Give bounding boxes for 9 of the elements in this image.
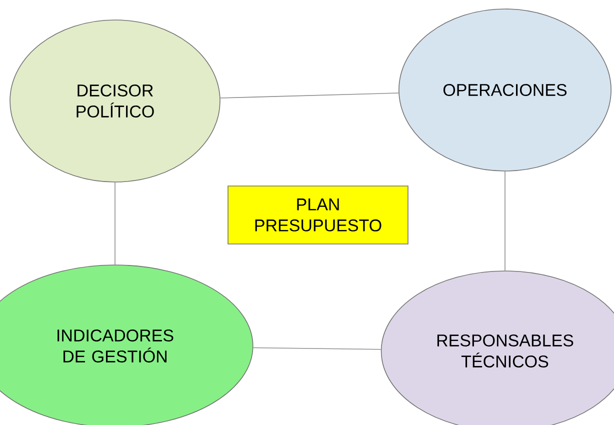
connector-line [252, 347, 382, 350]
ellipse-node: RESPONSABLES TÉCNICOS [380, 270, 614, 425]
ellipse-node: DECISOR POLÍTICO [10, 20, 220, 182]
center-box: PLAN PRESUPUESTO [228, 186, 408, 244]
connector-line [114, 182, 116, 265]
connector-line [220, 92, 399, 98]
ellipse-node: OPERACIONES [398, 8, 612, 172]
ellipse-node: INDICADORES DE GESTIÓN [0, 264, 254, 425]
connector-line [504, 171, 506, 271]
